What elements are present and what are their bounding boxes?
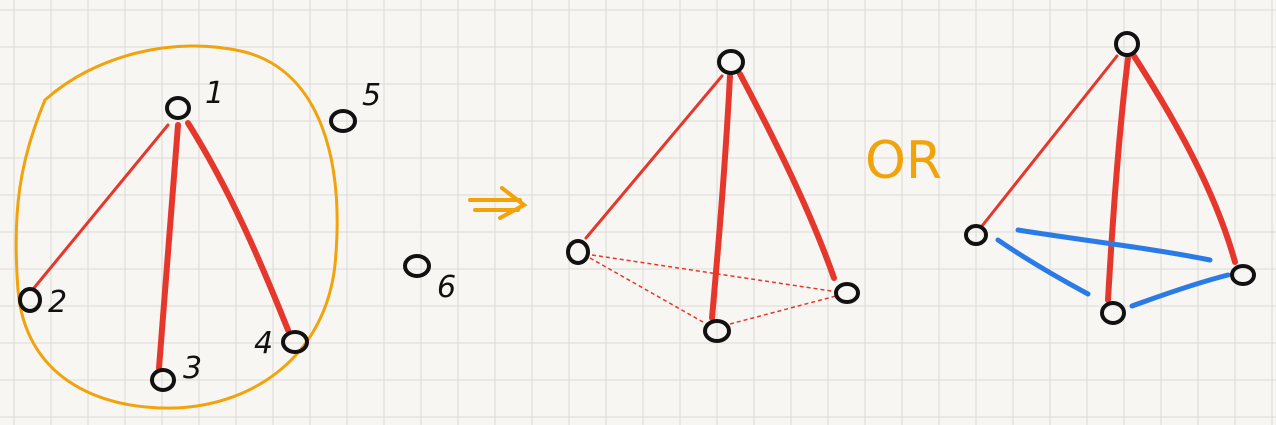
node-front: [703, 319, 731, 343]
right-sketch: [964, 31, 1256, 325]
middle-sketch: [566, 49, 860, 343]
blue-edge-left-right: [1015, 227, 1213, 263]
label-6: 6: [437, 270, 456, 305]
node-top-2: [1114, 31, 1140, 57]
edge-1-3: [156, 122, 181, 371]
node-top: [717, 49, 745, 75]
left-sketch: 1 2 3 4 5 6: [14, 44, 456, 410]
node-4: [281, 330, 309, 354]
label-1: 1: [205, 76, 224, 111]
node-front-2: [1100, 301, 1126, 325]
dotted-edge-front-right: [729, 295, 837, 325]
node-2: [18, 287, 42, 313]
edge-top-front: [709, 73, 733, 321]
edge-top-front-2: [1105, 55, 1131, 303]
edge-top-right-2: [1131, 53, 1238, 265]
edge-top-left: [584, 74, 724, 240]
node-right-2: [1230, 264, 1256, 286]
orange-enclosure: [14, 44, 339, 410]
label-2: 2: [48, 285, 67, 320]
node-left: [566, 239, 590, 265]
edge-top-left-2: [980, 54, 1119, 228]
edge-1-4: [185, 120, 291, 333]
label-3: 3: [183, 351, 202, 386]
dotted-edge-left-front: [589, 257, 711, 327]
node-right: [834, 282, 860, 304]
node-left-2: [964, 224, 988, 246]
blue-edge-front-right: [1129, 272, 1231, 309]
or-label: OR: [865, 131, 942, 191]
node-3: [150, 368, 176, 392]
edge-1-2: [32, 123, 170, 290]
label-4: 4: [254, 326, 273, 361]
node-1: [165, 96, 191, 120]
node-5: [329, 109, 357, 133]
blue-edge-left-front: [995, 237, 1091, 297]
label-5: 5: [362, 78, 381, 113]
edge-top-right: [737, 71, 837, 281]
implies-arrow: [468, 186, 528, 220]
node-6: [403, 254, 431, 278]
